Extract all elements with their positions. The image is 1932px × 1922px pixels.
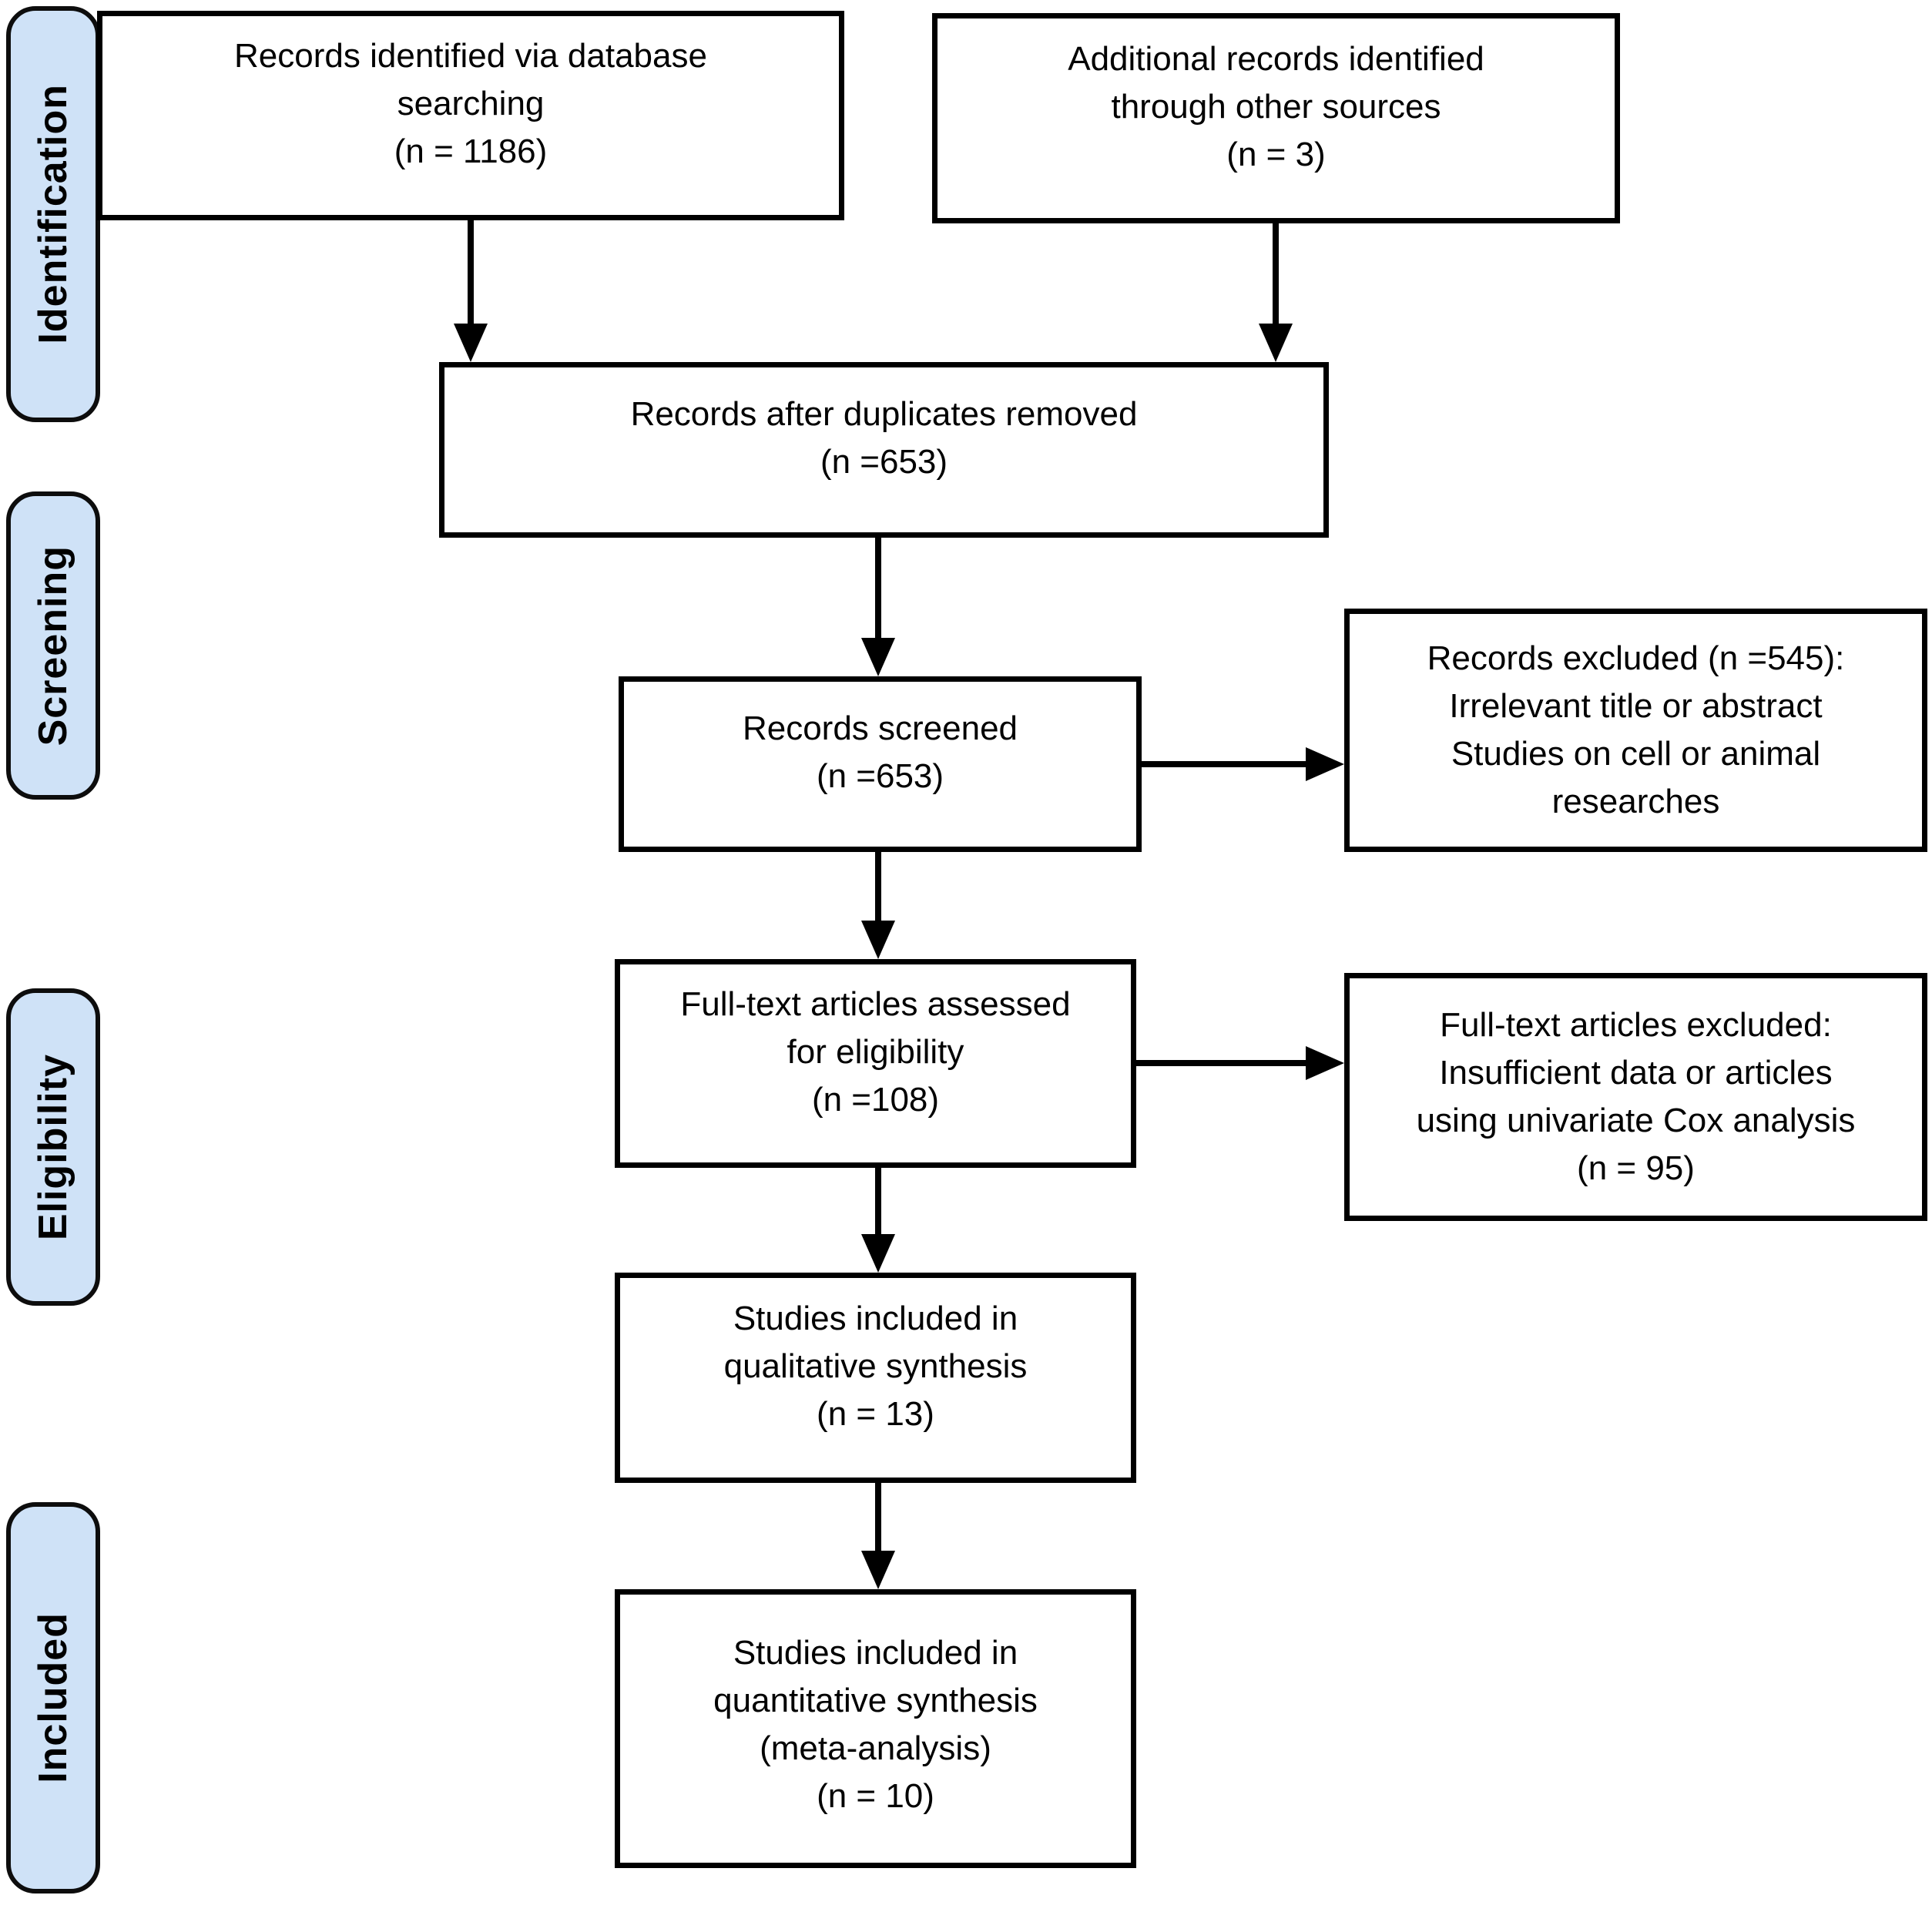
stage-identification: Identification	[6, 6, 100, 422]
arrow-fulltext-to-qualitative	[861, 1168, 895, 1273]
arrow-screened-to-fulltext	[861, 852, 895, 959]
stage-label-identification: Identification	[31, 84, 75, 344]
box-after-duplicates-removed: Records after duplicates removed (n =653…	[439, 362, 1329, 538]
box-quantitative-synthesis: Studies included in quantitative synthes…	[615, 1589, 1136, 1868]
box-additional-records: Additional records identified through ot…	[932, 13, 1620, 223]
arrow-duplicates-to-screened	[861, 538, 895, 676]
box-records-screened: Records screened (n =653)	[619, 676, 1142, 852]
box-records-identified-database: Records identified via database searchin…	[97, 11, 844, 220]
stage-label-eligibility: Eligibility	[31, 1053, 75, 1241]
stage-screening: Screening	[6, 491, 100, 800]
box-qualitative-synthesis: Studies included in qualitative synthesi…	[615, 1273, 1136, 1483]
arrow-additional-to-duplicates	[1259, 223, 1293, 362]
arrow-fulltext-to-excluded	[1136, 1046, 1344, 1080]
stage-label-screening: Screening	[31, 545, 75, 746]
box-fulltext-assessed: Full-text articles assessed for eligibil…	[615, 959, 1136, 1168]
stage-included: Included	[6, 1502, 100, 1893]
arrow-identified-to-duplicates	[454, 220, 488, 362]
stage-eligibility: Eligibility	[6, 988, 100, 1306]
stage-label-included: Included	[31, 1612, 75, 1783]
arrow-qualitative-to-quantitative	[861, 1483, 895, 1589]
arrow-screened-to-excluded	[1142, 747, 1344, 781]
box-records-excluded: Records excluded (n =545): Irrelevant ti…	[1344, 609, 1927, 852]
box-fulltext-excluded: Full-text articles excluded: Insufficien…	[1344, 973, 1927, 1221]
